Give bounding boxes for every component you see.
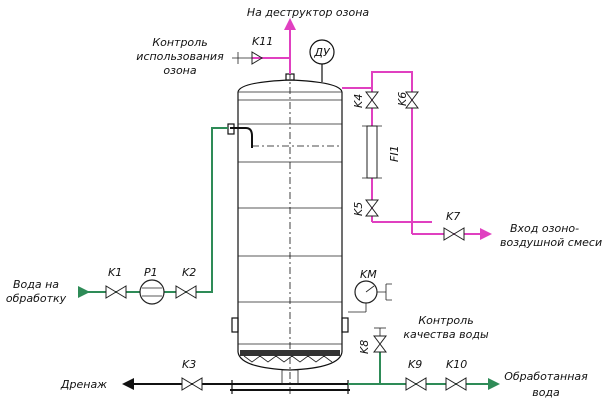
treated-water-label-2: вода	[532, 386, 560, 399]
treated-water-line: K8 K9 K10	[348, 327, 500, 391]
km-tag: KM	[360, 268, 377, 281]
p1-tag: P1	[144, 266, 158, 279]
exhaust-line: K11	[232, 18, 296, 74]
pressure-gauge-km: KM	[348, 268, 392, 313]
k8-tag: K8	[358, 340, 371, 354]
ozone-control-label-1: Контроль	[152, 36, 207, 49]
treated-water-label-1: Обработанная	[504, 370, 588, 383]
quality-control-label-2: качества воды	[403, 328, 489, 341]
quality-control-label-1: Контроль	[418, 314, 473, 327]
water-inlet-label-1: Вода на	[13, 278, 59, 291]
k3-tag: K3	[182, 358, 196, 371]
du-tag: ДУ	[313, 46, 331, 59]
k7-tag: K7	[446, 210, 460, 223]
ozone-inlet-label-2: воздушной смеси	[500, 236, 602, 249]
k9-tag: K9	[408, 358, 422, 371]
k10-tag: K10	[446, 358, 467, 371]
drain-line: K3	[122, 358, 232, 391]
ozone-inlet-line: K4 K6 FI1 K5 K7	[342, 71, 492, 241]
ozone-control-label-2: использования	[136, 50, 224, 63]
water-inlet-label-2: обработку	[6, 292, 67, 305]
fi1-tag: FI1	[388, 145, 401, 162]
ozone-inlet-label-1: Вход озоно-	[510, 222, 579, 235]
ozone-control-label-3: озона	[163, 64, 197, 77]
k11-tag: K11	[252, 35, 273, 48]
k1-tag: K1	[108, 266, 122, 279]
k4-tag: K4	[352, 94, 365, 108]
drain-label: Дренаж	[60, 378, 107, 391]
k5-tag: K5	[352, 202, 365, 216]
k6-tag: K6	[396, 92, 409, 106]
pressure-sensor-du: ДУ	[309, 39, 335, 82]
to-destructor-label: На деструктор озона	[247, 6, 370, 19]
ozonation-tank	[227, 72, 350, 395]
water-inlet-line: K1 P1 K2	[78, 127, 228, 305]
k2-tag: K2	[182, 266, 196, 279]
